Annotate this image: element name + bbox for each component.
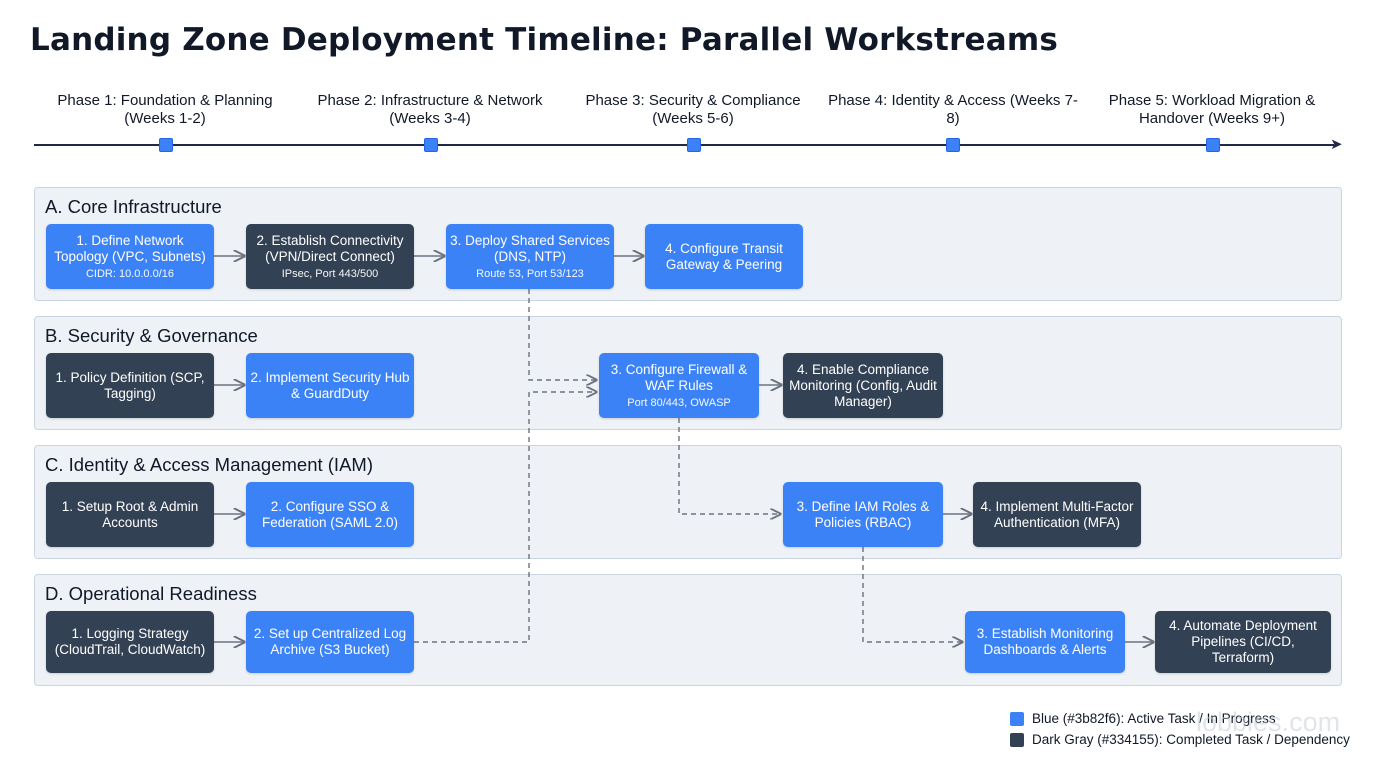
phase-marker-5 (1206, 138, 1220, 152)
legend-swatch-done (1010, 732, 1024, 747)
task-configure-firewall-waf[interactable]: 3. Configure Firewall & WAF Rules Port 8… (599, 353, 759, 418)
task-title: 1. Policy Definition (SCP, Tagging) (55, 369, 205, 401)
legend-item-done: Dark Gray (#334155): Completed Task / De… (1010, 732, 1350, 747)
phase-label-1: Phase 1: Foundation & Planning (Weeks 1-… (57, 92, 273, 127)
page-title: Landing Zone Deployment Timeline: Parall… (30, 22, 1059, 58)
task-monitoring-dashboards[interactable]: 3. Establish Monitoring Dashboards & Ale… (965, 611, 1125, 673)
phase-marker-2 (424, 138, 438, 152)
legend-swatch-active (1010, 711, 1024, 726)
phase-label-4: Phase 4: Identity & Access (Weeks 7-8) (828, 92, 1078, 127)
task-configure-transit-gateway[interactable]: 4. Configure Transit Gateway & Peering (645, 224, 803, 289)
phase-marker-4 (946, 138, 960, 152)
task-title: 2. Implement Security Hub & GuardDuty (250, 369, 410, 401)
task-title: 1. Define Network Topology (VPC, Subnets… (54, 232, 206, 264)
phase-label-2: Phase 2: Infrastructure & Network (Weeks… (317, 92, 543, 127)
lane-title-operational-readiness: D. Operational Readiness (45, 583, 257, 604)
task-deploy-shared-services[interactable]: 3. Deploy Shared Services (DNS, NTP) Rou… (446, 224, 614, 289)
task-title: 4. Enable Compliance Monitoring (Config,… (789, 361, 937, 409)
timeline-arrow-icon: ➤ (1330, 136, 1343, 153)
timeline-axis (34, 144, 1334, 146)
task-detail: CIDR: 10.0.0.0/16 (85, 267, 175, 280)
task-title: 2. Establish Connectivity (VPN/Direct Co… (256, 232, 404, 264)
task-title: 1. Setup Root & Admin Accounts (61, 498, 199, 530)
task-implement-mfa[interactable]: 4. Implement Multi-Factor Authentication… (973, 482, 1141, 547)
legend-item-active: Blue (#3b82f6): Active Task / In Progres… (1010, 711, 1276, 726)
legend-label-done: Dark Gray (#334155): Completed Task / De… (1032, 732, 1350, 747)
task-title: 2. Set up Centralized Log Archive (S3 Bu… (253, 626, 407, 657)
task-title: 3. Define IAM Roles & Policies (RBAC) (796, 498, 930, 530)
task-title: 4. Automate Deployment Pipelines (CI/CD,… (1169, 618, 1317, 665)
lane-title-identity-access: C. Identity & Access Management (IAM) (45, 454, 373, 475)
task-centralized-log-archive[interactable]: 2. Set up Centralized Log Archive (S3 Bu… (246, 611, 414, 673)
task-logging-strategy[interactable]: 1. Logging Strategy (CloudTrail, CloudWa… (46, 611, 214, 673)
task-define-iam-roles[interactable]: 3. Define IAM Roles & Policies (RBAC) (783, 482, 943, 547)
task-detail: IPsec, Port 443/500 (281, 267, 379, 280)
task-enable-compliance-monitoring[interactable]: 4. Enable Compliance Monitoring (Config,… (783, 353, 943, 418)
task-define-network-topology[interactable]: 1. Define Network Topology (VPC, Subnets… (46, 224, 214, 289)
task-title: 2. Configure SSO & Federation (SAML 2.0) (261, 498, 399, 530)
task-automate-pipelines[interactable]: 4. Automate Deployment Pipelines (CI/CD,… (1155, 611, 1331, 673)
task-detail: Port 80/443, OWASP (627, 396, 731, 409)
legend-label-active: Blue (#3b82f6): Active Task / In Progres… (1032, 711, 1276, 726)
phase-marker-1 (159, 138, 173, 152)
lane-title-security-governance: B. Security & Governance (45, 325, 258, 346)
task-title: 3. Establish Monitoring Dashboards & Ale… (976, 626, 1114, 657)
phase-marker-3 (687, 138, 701, 152)
watermark: lobbies.com (1196, 707, 1341, 737)
phase-label-3: Phase 3: Security & Compliance (Weeks 5-… (585, 92, 801, 127)
task-implement-security-hub[interactable]: 2. Implement Security Hub & GuardDuty (246, 353, 414, 418)
task-title: 3. Configure Firewall & WAF Rules (610, 361, 748, 393)
task-title: 4. Implement Multi-Factor Authentication… (980, 498, 1134, 530)
task-title: 1. Logging Strategy (CloudTrail, CloudWa… (54, 626, 206, 657)
task-configure-sso[interactable]: 2. Configure SSO & Federation (SAML 2.0) (246, 482, 414, 547)
task-detail: Route 53, Port 53/123 (476, 267, 584, 280)
task-title: 3. Deploy Shared Services (DNS, NTP) (450, 232, 610, 264)
task-setup-root-admin[interactable]: 1. Setup Root & Admin Accounts (46, 482, 214, 547)
task-title: 4. Configure Transit Gateway & Peering (665, 240, 783, 272)
task-establish-connectivity[interactable]: 2. Establish Connectivity (VPN/Direct Co… (246, 224, 414, 289)
task-policy-definition[interactable]: 1. Policy Definition (SCP, Tagging) (46, 353, 214, 418)
phase-label-5: Phase 5: Workload Migration & Handover (… (1108, 92, 1316, 127)
lane-title-core-infrastructure: A. Core Infrastructure (45, 196, 222, 217)
